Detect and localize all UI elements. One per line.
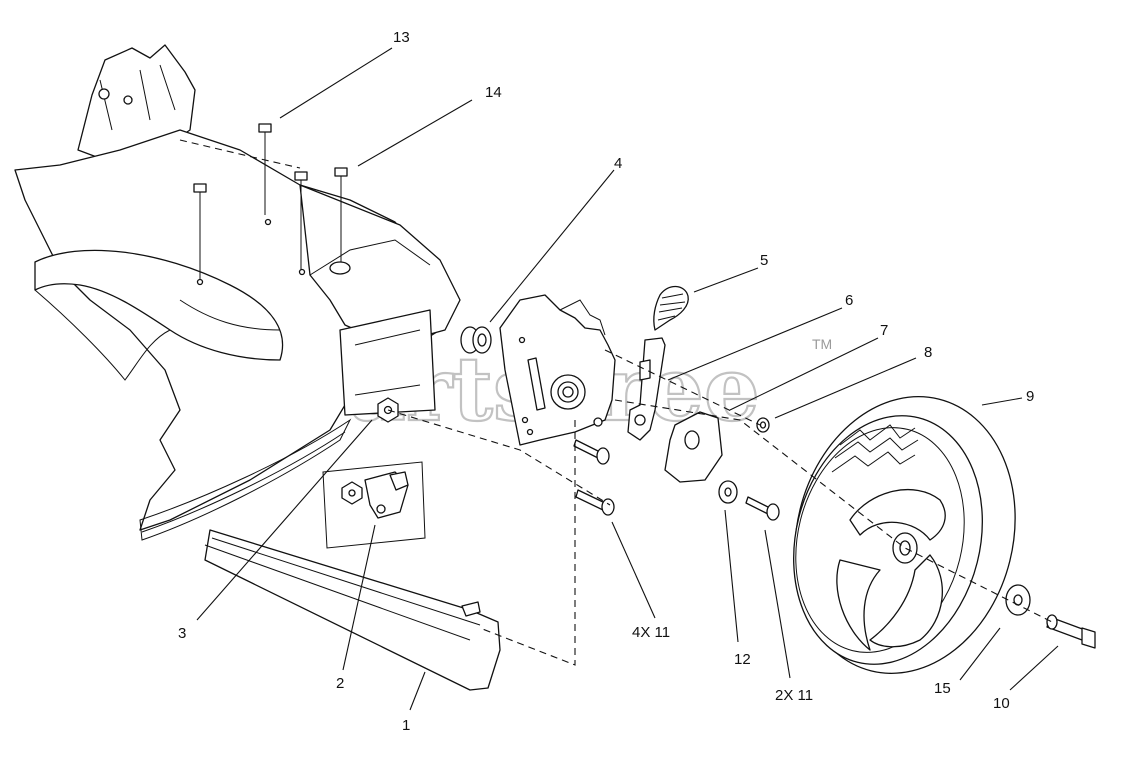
part-6-height-lever	[627, 337, 666, 441]
part-14-bolts	[193, 167, 348, 280]
part-10-shoulder-bolt	[1046, 614, 1096, 649]
callout-2x11: 2X 11	[775, 687, 813, 704]
callout-13: 13	[393, 29, 410, 46]
watermark-trademark: TM	[812, 336, 832, 352]
part-1-trailing-shield	[204, 529, 501, 691]
part-11-bolt-b	[575, 489, 615, 516]
part-15-washer	[1005, 584, 1031, 616]
part-11-bolt-c	[745, 496, 780, 521]
leader-lines	[196, 47, 1059, 711]
callout-2: 2	[336, 675, 344, 692]
part-9-wheel	[793, 396, 1016, 674]
height-adjust-plate	[499, 294, 616, 446]
callout-4x11: 4X 11	[632, 624, 670, 641]
callout-6: 6	[845, 292, 853, 309]
callout-8: 8	[924, 344, 932, 361]
part-12-washer	[718, 480, 738, 504]
callout-3: 3	[178, 625, 186, 642]
callout-12: 12	[734, 651, 751, 668]
assembly-lines	[179, 139, 1053, 666]
part-8-washer	[756, 417, 770, 433]
callout-9: 9	[1026, 388, 1034, 405]
part-13-bolt	[258, 123, 272, 215]
callout-14: 14	[485, 84, 502, 101]
callout-10: 10	[993, 695, 1010, 712]
part-5-selector-knob	[653, 285, 689, 331]
callout-4: 4	[614, 155, 622, 172]
callout-7: 7	[880, 322, 888, 339]
callout-5: 5	[760, 252, 768, 269]
callout-labels: 13 14 4 5 6 7 8 9 3 2 1 4X 11 12 2X 11 1…	[178, 29, 1034, 734]
part-4-bushing	[460, 326, 492, 354]
part-7-pivot-bracket	[664, 411, 723, 483]
mower-deck-housing	[14, 44, 461, 541]
part-2-bracket	[322, 461, 426, 549]
callout-1: 1	[402, 717, 410, 734]
part-11-bolt-a	[573, 439, 610, 465]
callout-15: 15	[934, 680, 951, 697]
